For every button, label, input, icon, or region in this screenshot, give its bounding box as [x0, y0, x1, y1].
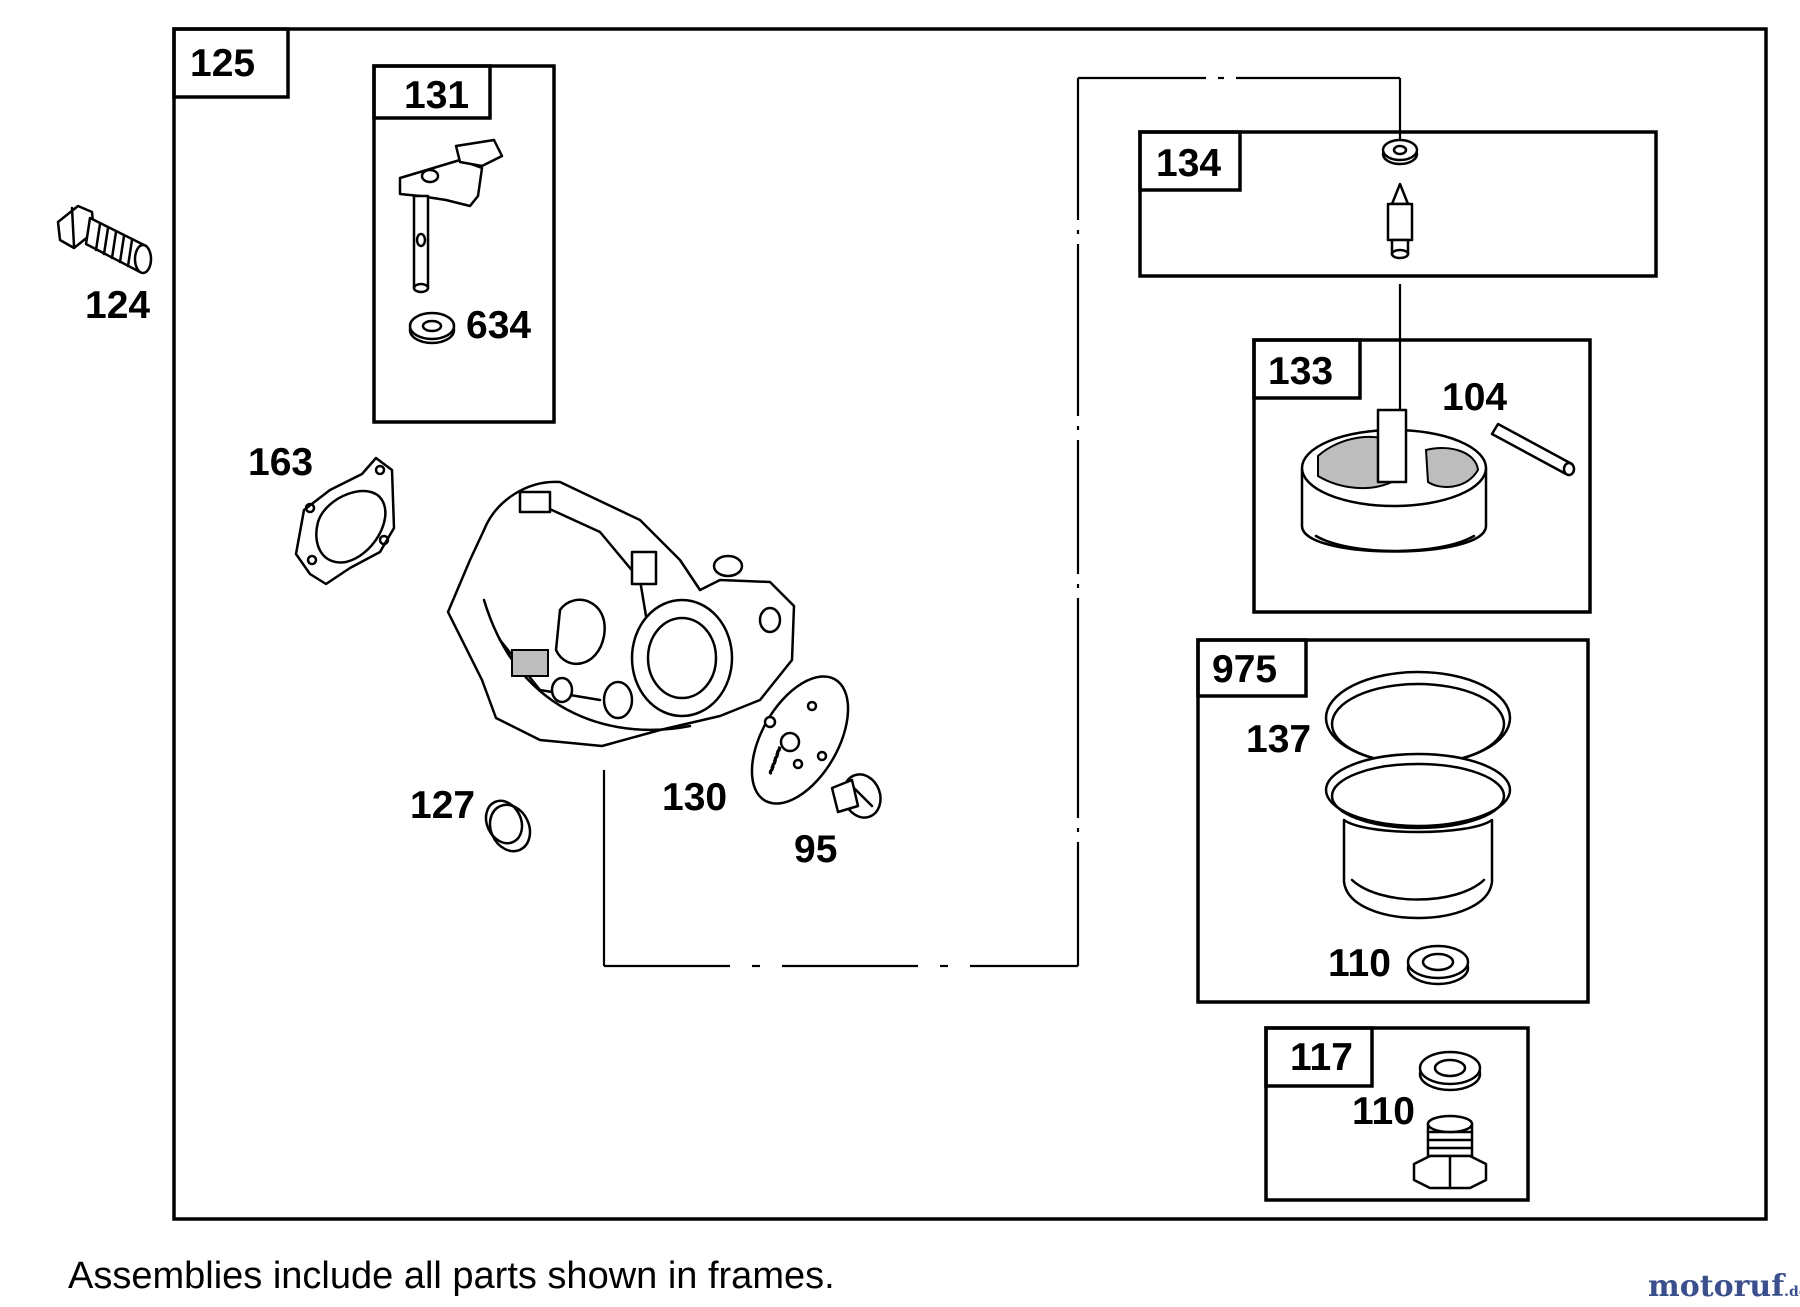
frame-117-label: 117	[1290, 1036, 1353, 1079]
carburetor-body-part	[446, 480, 796, 748]
frame-133	[1252, 338, 1592, 614]
watermark-suffix: .de	[1784, 1284, 1800, 1300]
gasket-163-part	[294, 456, 396, 586]
welch-plug-127-part	[484, 799, 532, 853]
callout-137: 137	[1246, 718, 1311, 761]
diagram-caption: Assemblies include all parts shown in fr…	[68, 1255, 835, 1297]
bolt-124-part	[56, 204, 153, 275]
watermark-main: motoruf	[1648, 1269, 1786, 1304]
callout-110-nut: 110	[1352, 1090, 1415, 1133]
frame-131-label: 131	[404, 74, 469, 117]
callout-110-bowl: 110	[1328, 942, 1391, 985]
frame-134-tag	[1138, 130, 1242, 192]
frame-975	[1196, 638, 1590, 1004]
watermark-logo: motoruf.de	[1648, 1269, 1800, 1304]
callout-634: 634	[466, 304, 531, 347]
fuel-path-line	[602, 76, 1402, 968]
frame-134	[1138, 130, 1658, 278]
assembly-number-label: 125	[190, 42, 255, 85]
washer-110-bowl-part	[1406, 944, 1470, 986]
choke-shaft-part	[398, 138, 504, 294]
callout-104: 104	[1442, 376, 1507, 419]
frame-117	[1264, 1026, 1530, 1202]
callout-95: 95	[794, 828, 837, 871]
frame-131-tag	[372, 64, 492, 120]
float-bowl-part	[1324, 670, 1512, 920]
throttle-plate-130-part: ~~~~	[750, 675, 850, 805]
frame-975-tag	[1196, 638, 1308, 698]
frame-117-tag	[1264, 1026, 1374, 1088]
frame-134-label: 134	[1156, 142, 1221, 185]
frame-133-label: 133	[1268, 350, 1333, 393]
seal-634-part	[408, 311, 456, 345]
needle-valve-part	[1381, 138, 1419, 260]
pin-104-part	[1490, 422, 1576, 477]
bowl-nut-117-part	[1412, 1114, 1488, 1190]
callout-124: 124	[85, 284, 150, 327]
callout-130: 130	[662, 776, 727, 819]
assembly-frame-125	[172, 27, 1768, 1221]
float-133-part	[1300, 408, 1488, 553]
callout-127: 127	[410, 784, 475, 827]
frame-133-tag	[1252, 338, 1362, 400]
assembly-frame-125-tag	[172, 27, 290, 99]
washer-110-nut-part	[1418, 1050, 1482, 1092]
screw-95-part	[830, 773, 882, 819]
callout-163: 163	[248, 441, 313, 484]
frame-975-label: 975	[1212, 648, 1277, 691]
